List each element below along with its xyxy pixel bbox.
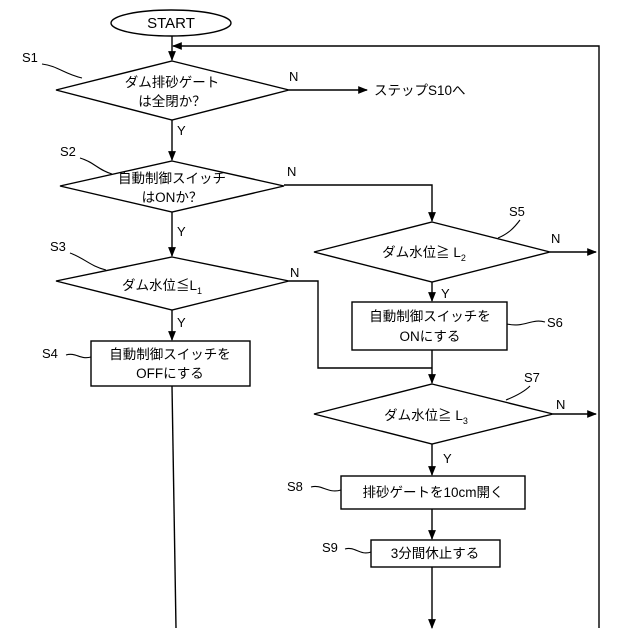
s1-leader — [42, 64, 82, 78]
s2-id: S2 — [60, 144, 76, 159]
s3-yes-label: Y — [177, 315, 186, 330]
s7-no-label: N — [556, 397, 565, 412]
s1-id: S1 — [22, 50, 38, 65]
line-s4-down — [172, 386, 176, 628]
s9-leader — [345, 548, 371, 553]
s7-yes-label: Y — [443, 451, 452, 466]
s7-subscript: 3 — [463, 416, 468, 426]
s2-line2: はONか？ — [142, 190, 203, 205]
s9-id: S9 — [322, 540, 338, 555]
s2-leader — [80, 158, 112, 174]
goto-s10-label: ステップS10へ — [374, 83, 466, 98]
s6-id: S6 — [547, 315, 563, 330]
s4-id: S4 — [42, 346, 58, 361]
s3-subscript: 1 — [197, 286, 202, 296]
s8-text: 排砂ゲートを10cm開く — [362, 485, 503, 500]
s5-leader — [498, 220, 520, 238]
s5-no-label: N — [551, 231, 560, 246]
s3-no-label: N — [290, 265, 299, 280]
s4-leader — [66, 354, 91, 357]
s6-leader — [507, 321, 545, 325]
s6-line1: 自動制御スイッチを — [369, 309, 491, 324]
s3-id: S3 — [50, 239, 66, 254]
s6-line2: ONにする — [400, 329, 461, 344]
s1-no-label: N — [289, 69, 298, 84]
s1-decision — [56, 61, 289, 120]
arrow-s2-to-s5 — [284, 185, 432, 221]
s2-yes-label: Y — [177, 224, 186, 239]
s1-yes-label: Y — [177, 123, 186, 138]
s5-id: S5 — [509, 204, 525, 219]
s1-line2: は全閉か？ — [138, 93, 206, 109]
start-label: START — [147, 15, 195, 32]
s9-text: 3分間休止する — [391, 546, 480, 561]
s5-subscript: 2 — [461, 253, 466, 263]
s7-leader — [506, 386, 530, 400]
s8-leader — [311, 486, 341, 491]
s4-line2: OFFにする — [136, 366, 204, 381]
s4-line1: 自動制御スイッチを — [109, 347, 231, 362]
s3-leader — [70, 253, 106, 270]
s1-line1: ダム排砂ゲート — [125, 75, 220, 90]
s2-line1: 自動制御スイッチ — [118, 171, 226, 186]
s8-id: S8 — [287, 479, 303, 494]
s7-id: S7 — [524, 370, 540, 385]
s5-yes-label: Y — [441, 286, 450, 301]
s2-no-label: N — [287, 164, 296, 179]
